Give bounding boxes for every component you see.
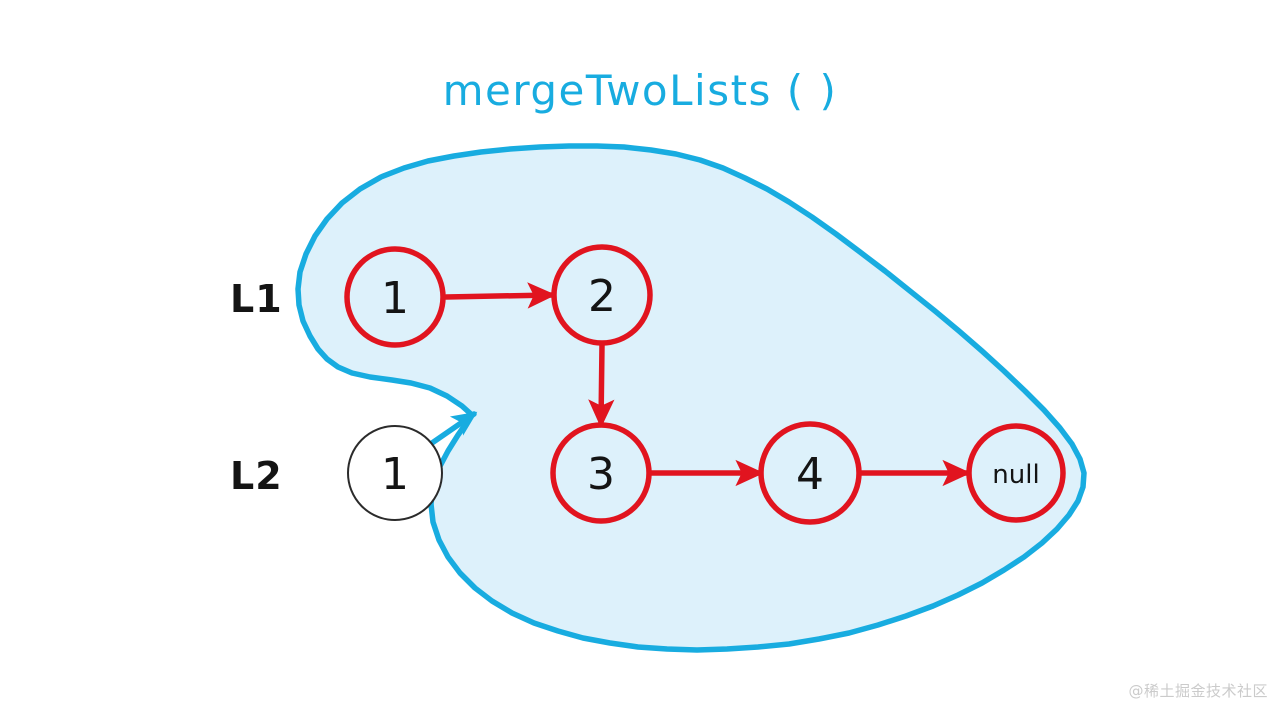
list-label-l1: L1	[230, 277, 283, 321]
list-l1-nodes: 1 2 3 4 null	[344, 244, 1066, 525]
node-circle	[550, 422, 652, 524]
merge-region-blob	[295, 143, 1087, 653]
edge-1-to-2	[443, 282, 557, 309]
list-label-l2: L2	[230, 454, 283, 498]
node-l1-4[interactable]: 4	[758, 421, 862, 525]
watermark: @稀土掘金技术社区	[1128, 682, 1268, 700]
node-label: 2	[588, 271, 616, 322]
node-circle	[966, 423, 1066, 523]
diagram-title: mergeTwoLists ( )	[443, 66, 838, 115]
edge-2-to-3	[588, 342, 615, 429]
edge-l2-insert-pointer	[429, 411, 478, 446]
node-label: null	[992, 460, 1039, 490]
node-circle	[758, 421, 862, 525]
node-l2-1[interactable]: 1	[347, 425, 443, 521]
edges-group	[429, 282, 972, 487]
node-label: 4	[796, 449, 824, 500]
node-label: 3	[587, 449, 615, 500]
node-l1-null[interactable]: null	[966, 423, 1066, 523]
node-circle	[551, 244, 653, 346]
merge-region-outline	[295, 143, 1087, 653]
node-label: 1	[381, 449, 409, 500]
merge-region-fill	[298, 146, 1084, 650]
node-l1-1[interactable]: 1	[344, 246, 446, 348]
list-l2-nodes: 1	[347, 425, 443, 521]
node-label: 1	[381, 273, 409, 324]
node-circle	[344, 246, 446, 348]
node-l1-2[interactable]: 2	[551, 244, 653, 346]
node-circle	[347, 425, 443, 521]
node-l1-3[interactable]: 3	[550, 422, 652, 524]
